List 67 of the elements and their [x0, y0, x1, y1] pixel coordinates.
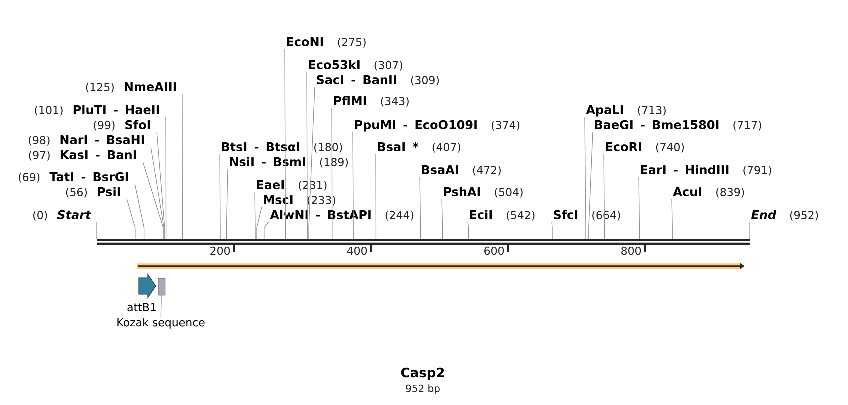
site-label: PshAI (504) — [444, 187, 523, 198]
site-label: SacI - BanII (309) — [317, 75, 440, 86]
leader-line — [150, 146, 165, 240]
map-title: Casp2 — [401, 368, 444, 380]
leader-line — [672, 198, 673, 240]
leader-line — [352, 132, 354, 240]
site-label: ApaLI (713) — [586, 106, 666, 117]
leader-line — [284, 48, 286, 240]
site-label: (98) NarI - BsaHI — [29, 136, 144, 146]
site-label: AcuI (839) — [673, 188, 744, 198]
site-label: (101) PluTI - HaeII — [35, 105, 160, 116]
feature-label: Kozak sequence — [118, 318, 205, 329]
leader-line — [332, 108, 333, 240]
site-label: EciI (542) — [470, 210, 535, 221]
site-label: BaeGI - Bme1580I (717) — [595, 120, 762, 131]
feature-box — [158, 278, 166, 296]
leader-line — [468, 222, 470, 240]
scale-label: 800 — [622, 246, 642, 256]
leader-line — [442, 198, 444, 240]
leader-line — [160, 295, 162, 318]
site-label: (69) TatI - BsrGI — [19, 172, 128, 183]
site-label: EcoNI (275) — [287, 38, 366, 48]
leader-line — [142, 162, 164, 240]
leader-line — [264, 222, 270, 240]
site-label: SfcI (664) — [554, 210, 620, 221]
site-label: EarI - HindIII (791) — [641, 165, 772, 176]
scale-label: 200 — [210, 246, 230, 256]
site-label: BsaAI (472) — [422, 166, 501, 176]
leader-line — [134, 184, 145, 240]
site-label: (56) PsiI — [66, 187, 120, 198]
scale-label: 400 — [347, 246, 368, 256]
leader-line — [166, 116, 167, 240]
site-label: AlwNI - BstAPI (244) — [270, 210, 414, 221]
site-label: MscI (233) — [264, 196, 336, 206]
leader-line — [156, 132, 166, 240]
leader-line — [306, 72, 308, 240]
site-label: Eco53kI (307) — [309, 60, 403, 71]
site-label: EaeI (231) — [257, 180, 327, 191]
site-label: BsaI * (407) — [378, 142, 461, 153]
sequence-length: 952 bp — [406, 384, 440, 394]
feature-label: attB1 — [128, 303, 156, 312]
leader-line — [376, 154, 377, 240]
leader-line — [638, 176, 640, 240]
leader-line — [588, 132, 594, 240]
leader-line — [96, 222, 98, 240]
site-label: NsiI - BsmI (189) — [230, 157, 348, 168]
leader-line — [220, 154, 221, 240]
site-label: (0) Start — [34, 210, 92, 221]
leader-line — [256, 206, 262, 240]
site-label: PpuMI - EcoO109I (374) — [355, 120, 520, 132]
sequence-line — [97, 239, 750, 246]
leader-line — [552, 222, 553, 240]
leader-line — [420, 176, 422, 240]
leader-line — [226, 168, 228, 240]
leader-line — [308, 86, 316, 240]
site-label: (97) KasI - BanI — [29, 150, 136, 161]
site-label: End (952) — [751, 210, 818, 221]
leader-line — [126, 198, 136, 240]
site-label: (125) NmeAIII — [86, 82, 176, 93]
site-label: (99) SfoI — [94, 120, 150, 131]
leader-line — [182, 94, 184, 240]
leader-line — [604, 154, 606, 240]
leader-line — [584, 116, 586, 240]
site-label: PflMI (343) — [334, 96, 409, 107]
site-label: BtsI - BtsαI (180) — [222, 142, 342, 153]
site-label: EcoRI (740) — [606, 142, 684, 153]
leader-line — [254, 192, 256, 240]
